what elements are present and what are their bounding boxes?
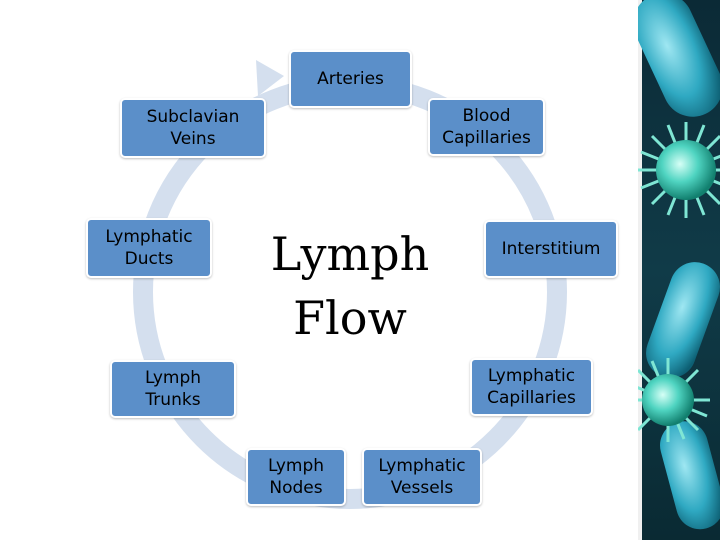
node-label: Lymphatic Capillaries xyxy=(487,366,576,408)
node-lymphatic-ducts: Lymphatic Ducts xyxy=(86,218,212,278)
node-subclavian-veins: Subclavian Veins xyxy=(120,98,266,158)
node-label: Lymph Trunks xyxy=(144,368,202,410)
node-label: Blood Capillaries xyxy=(442,106,531,148)
microbe-illustration xyxy=(638,0,720,540)
node-blood-capillaries: Blood Capillaries xyxy=(428,98,545,156)
node-label: Interstitium xyxy=(501,239,601,259)
node-label: Subclavian Veins xyxy=(146,107,240,149)
diagram-title: Lymph Flow xyxy=(270,227,430,345)
node-label: Lymphatic Vessels xyxy=(378,456,466,498)
node-lymph-nodes: Lymph Nodes xyxy=(246,448,346,506)
node-label: Lymphatic Ducts xyxy=(105,227,193,269)
node-arteries: Arteries xyxy=(289,50,412,108)
node-label: Lymph Nodes xyxy=(267,456,325,498)
node-interstitium: Interstitium xyxy=(484,220,618,278)
node-label: Arteries xyxy=(317,69,384,89)
node-lymphatic-vessels: Lymphatic Vessels xyxy=(362,448,482,506)
node-lymphatic-capillaries: Lymphatic Capillaries xyxy=(470,358,593,416)
node-lymph-trunks: Lymph Trunks xyxy=(110,360,236,418)
